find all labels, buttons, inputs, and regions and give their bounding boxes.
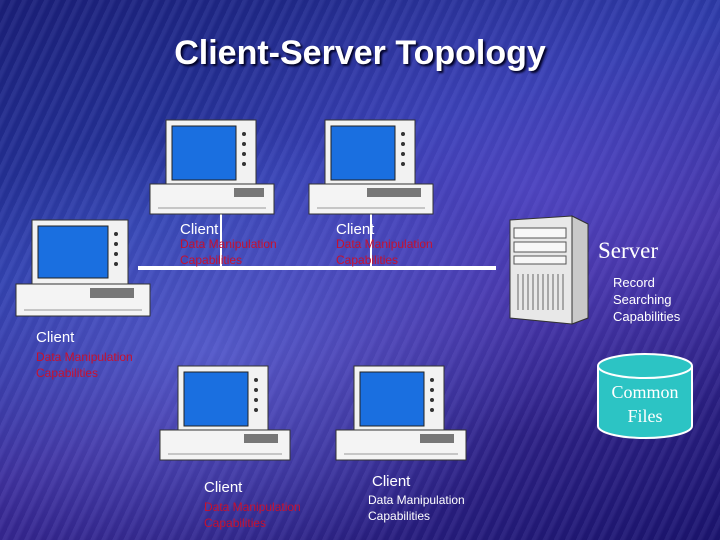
client-2-label: Client <box>336 221 375 238</box>
client-computer-5 <box>335 365 467 461</box>
client-computer-2 <box>308 119 434 215</box>
server-tower-icon <box>509 215 589 325</box>
client-2-capability: Data Manipulation Capabilities <box>336 237 433 267</box>
client-4-label: Client <box>204 479 243 496</box>
network-bus-line <box>138 266 496 270</box>
slide-title: Client-Server Topology <box>174 34 546 72</box>
client-3-capability: Data Manipulation Capabilities <box>36 350 133 380</box>
common-files-database-icon <box>597 353 693 439</box>
client-4-capability: Data Manipulation Capabilities <box>204 500 301 530</box>
client-5-capability: Data Manipulation Capabilities <box>368 493 465 523</box>
network-drop-2 <box>370 214 372 266</box>
client-3-label: Client <box>36 329 75 346</box>
client-1-label: Client <box>180 221 219 238</box>
client-computer-3 <box>15 219 151 317</box>
network-drop-1 <box>220 214 222 266</box>
common-files-label: Common Files <box>611 382 679 426</box>
client-computer-4 <box>159 365 291 461</box>
server-label: Server <box>598 238 659 263</box>
client-5-label: Client <box>372 473 411 490</box>
client-computer-1 <box>149 119 275 215</box>
client-1-capability: Data Manipulation Capabilities <box>180 237 277 267</box>
server-capability: Record Searching Capabilities <box>613 275 681 324</box>
